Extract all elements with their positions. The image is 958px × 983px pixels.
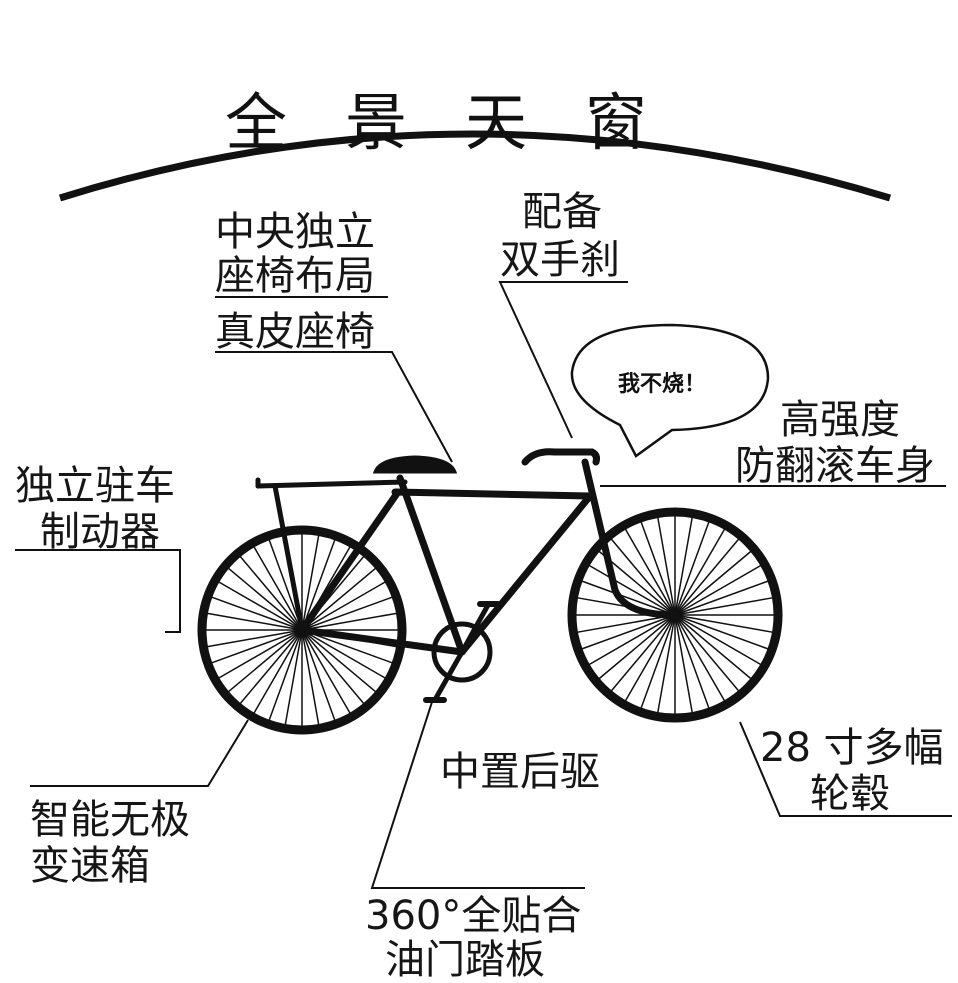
leader-lines [15, 281, 952, 889]
spoke [211, 596, 303, 631]
label-parking-1: 独立驻车 [15, 463, 175, 509]
spoke [301, 581, 386, 631]
spoke [301, 534, 320, 631]
spoke [301, 539, 336, 631]
spoke [610, 614, 676, 692]
handlebar [521, 448, 600, 466]
label-handbrake-1: 配备 [522, 189, 602, 235]
spoke [674, 614, 710, 709]
spoke [206, 629, 303, 648]
spoke [674, 614, 693, 714]
spoke [674, 521, 710, 616]
rack [255, 477, 408, 633]
spoke [301, 629, 377, 693]
spoke [674, 614, 726, 702]
spoke [301, 612, 398, 631]
spoke [206, 612, 303, 631]
spoke [610, 538, 676, 616]
label-wheel-1: 28 寸多幅 [760, 725, 944, 771]
spoke [301, 629, 351, 714]
spoke [598, 614, 676, 680]
spoke [301, 567, 377, 631]
label-handbrake-2: 双手刹 [500, 237, 620, 283]
spoke [239, 629, 303, 705]
spoke [588, 614, 676, 666]
spoke [640, 521, 676, 616]
chainring [431, 621, 493, 683]
title-panoramic-roof: 全景天窗 [225, 86, 706, 159]
spoke [674, 550, 752, 616]
bicycle [197, 448, 783, 735]
speech-bubble [570, 323, 770, 458]
spoke [218, 629, 303, 679]
front-wheel [567, 507, 783, 723]
label-drive: 中置后驱 [440, 749, 600, 795]
spoke [640, 614, 676, 709]
spoke [588, 564, 676, 616]
label-body-2: 防翻滚车身 [735, 443, 935, 489]
panoramic-roof-arc [58, 130, 892, 202]
bicycle-diagram [15, 130, 952, 889]
seat [372, 455, 458, 474]
spoke [674, 614, 774, 633]
spoke [253, 629, 303, 714]
label-leather-seat: 真皮座椅 [215, 309, 375, 355]
rear-wheel [197, 525, 407, 735]
spoke [674, 516, 693, 616]
label-parking-2: 制动器 [40, 509, 160, 555]
spoke [239, 555, 303, 631]
spoke [624, 528, 676, 616]
label-body-1: 高强度 [780, 397, 900, 443]
spoke [674, 597, 774, 616]
spoke [301, 629, 386, 679]
label-center-seat-2: 座椅布局 [215, 253, 375, 299]
spoke [581, 614, 676, 650]
label-pedal-1: 360°全贴合 [365, 893, 582, 939]
spoke [674, 528, 726, 616]
spoke [674, 580, 769, 616]
spoke [268, 539, 303, 631]
spoke [657, 516, 676, 616]
label-center-seat-1: 中央独立 [215, 209, 375, 255]
spoke [253, 546, 303, 631]
frame [298, 458, 679, 656]
label-gearbox-2: 变速箱 [30, 843, 150, 889]
spoke [576, 614, 676, 633]
spoke [301, 629, 320, 726]
spoke [301, 629, 336, 721]
spoke [674, 614, 740, 692]
spoke [284, 629, 303, 726]
spoke [674, 538, 740, 616]
spoke [674, 614, 762, 666]
label-pedal-2: 油门踏板 [385, 937, 545, 983]
spoke [581, 580, 676, 616]
spoke [657, 614, 676, 714]
spoke [674, 614, 769, 650]
spoke [227, 567, 303, 631]
spoke [268, 629, 303, 721]
label-wheel-2: 轮毂 [810, 771, 890, 817]
spoke [674, 614, 752, 680]
label-gearbox-1: 智能无极 [30, 797, 190, 843]
spoke [227, 629, 303, 693]
spoke [211, 629, 303, 664]
spoke [674, 564, 762, 616]
spoke [624, 614, 676, 702]
spoke [301, 596, 393, 631]
spoke [301, 629, 365, 705]
speech-bubble-text: 我不烧！ [618, 372, 707, 397]
spoke [218, 581, 303, 631]
